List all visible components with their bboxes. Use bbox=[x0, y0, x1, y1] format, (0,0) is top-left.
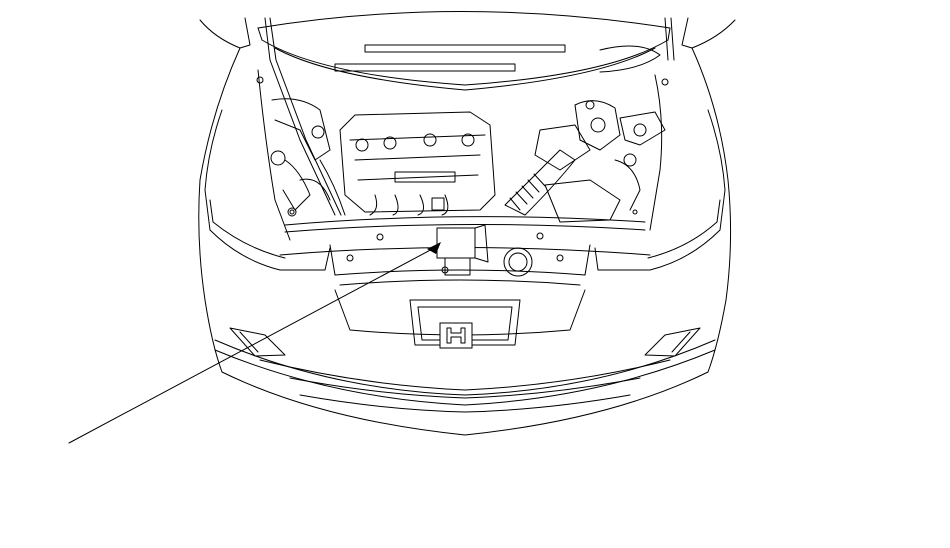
headlight-left bbox=[204, 189, 331, 271]
hood-latch bbox=[427, 224, 489, 276]
radiator-cap bbox=[503, 247, 533, 277]
engine-bay-right-components bbox=[504, 74, 669, 231]
emblem-text: H bbox=[456, 351, 457, 353]
engine-block bbox=[339, 111, 496, 216]
leader-line bbox=[68, 246, 437, 444]
brand-emblem: H bbox=[439, 322, 473, 353]
fog-light-left bbox=[229, 327, 286, 357]
hood bbox=[257, 11, 671, 91]
car-body-outline bbox=[198, 17, 736, 436]
hood-support-rod bbox=[264, 17, 675, 216]
headlight-right bbox=[594, 189, 726, 271]
engine-bay-left-components bbox=[256, 69, 346, 241]
front-bumper bbox=[214, 339, 716, 413]
fog-light-right bbox=[644, 327, 701, 357]
